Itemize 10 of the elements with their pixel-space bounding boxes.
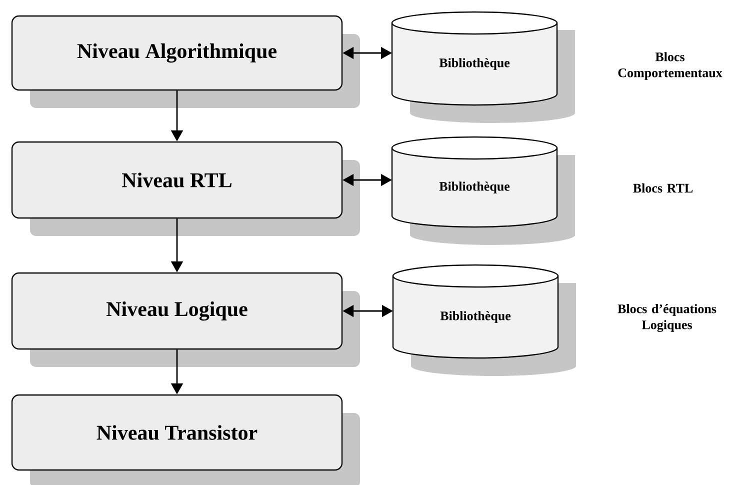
level-box: Niveau Transistor [11,394,343,471]
category-label: Blocs d’équations Logiques [618,304,716,332]
category-label: Blocs Comportementaux [618,52,722,80]
level-box: Niveau RTL [11,141,343,219]
library-cylinder: Bibliothèque [391,11,558,106]
level-box: Niveau Algorithmique [11,15,343,91]
library-cylinder: Bibliothèque [392,264,559,359]
library-cylinder: Bibliothèque [391,136,558,228]
category-label: Blocs RTL [633,183,693,193]
level-box: Niveau Logique [11,272,343,350]
